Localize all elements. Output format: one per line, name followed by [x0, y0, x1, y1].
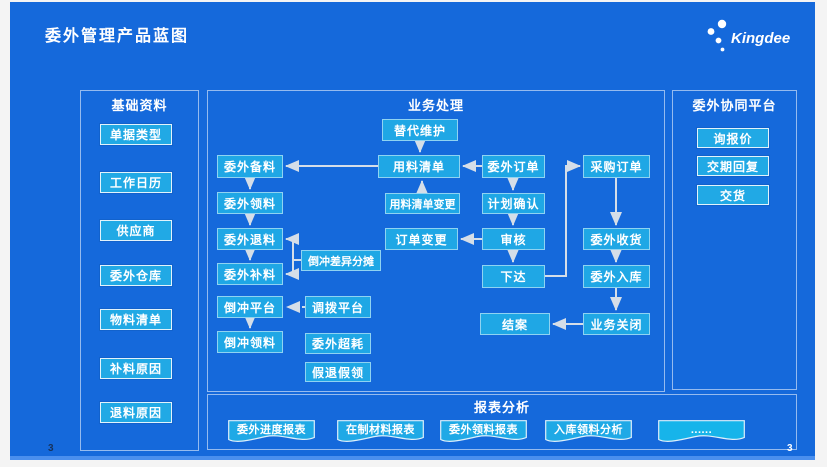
document-shape-icon	[545, 420, 632, 442]
node-weiwai-shouhuo: 委外收货	[583, 228, 650, 250]
report-item-picking: 委外领料报表	[440, 420, 527, 446]
node-daochong-lingliao: 倒冲领料	[217, 331, 283, 353]
basic-item-return-reason: 退料原因	[99, 401, 173, 424]
node-weiwai-dingdan: 委外订单	[482, 155, 545, 178]
node-yewu-guanbi: 业务关闭	[583, 313, 650, 335]
page-title: 委外管理产品蓝图	[45, 28, 190, 45]
kingdee-logo-mark	[707, 19, 727, 52]
basic-item-bom: 物料清单	[99, 308, 173, 331]
node-weiwai-beiliao: 委外备料	[217, 155, 283, 178]
basic-item-supplier: 供应商	[99, 219, 173, 242]
report-item-inbound-analysis: 入库领料分析	[545, 420, 632, 446]
node-jiatui-jialing: 假退假领	[305, 362, 371, 382]
node-weiwai-tuiliao: 委外退料	[217, 228, 283, 250]
document-shape-icon	[228, 420, 315, 442]
slide: 委外管理产品蓝图 Kingdee 基础资料 业务处理 委外协同平台 报表分析 单…	[10, 2, 815, 460]
basic-item-outsource-warehouse: 委外仓库	[99, 264, 173, 287]
basic-item-doc-type: 单据类型	[99, 123, 173, 146]
node-xiada: 下达	[482, 265, 545, 288]
page-number-right: 3	[787, 443, 793, 454]
panel-report-analysis-title: 报表分析	[473, 400, 530, 415]
kingdee-logo-text: Kingdee	[731, 30, 790, 47]
panel-business-process: 业务处理	[207, 90, 665, 392]
page-number-left: 3	[48, 443, 54, 454]
report-item-progress: 委外进度报表	[228, 420, 315, 446]
node-weiwai-ruku: 委外入库	[583, 265, 650, 288]
node-daochong-pingtai: 倒冲平台	[217, 296, 283, 318]
report-item-label: 入库领料分析	[554, 424, 623, 436]
node-caigou-dingdan: 采购订单	[583, 155, 650, 178]
report-item-label: 委外领料报表	[449, 424, 518, 436]
node-weiwai-buliao: 委外补料	[217, 263, 283, 285]
panel-basic-data-title: 基础资料	[111, 98, 168, 113]
node-daochong-chayi-fentan: 倒冲差异分摊	[301, 250, 381, 271]
node-jihua-queren: 计划确认	[482, 193, 545, 214]
report-item-label: ......	[690, 424, 713, 436]
panel-collab-platform-title: 委外协同平台	[692, 98, 777, 113]
kingdee-logo: Kingdee	[707, 19, 790, 52]
collab-item-delivery-reply: 交期回复	[696, 155, 770, 177]
node-yongliao-qingdan: 用料清单	[378, 155, 460, 178]
report-item-label: 在制材料报表	[346, 424, 415, 436]
collab-item-delivery: 交货	[696, 184, 770, 206]
collab-item-rfq: 询报价	[696, 127, 770, 149]
report-item-label: 委外进度报表	[237, 424, 306, 436]
panel-report-analysis: 报表分析	[207, 394, 797, 450]
node-diaobo-pingtai: 调拨平台	[305, 296, 371, 318]
document-shape-icon	[337, 420, 424, 442]
node-jiean: 结案	[480, 313, 550, 335]
node-shenhe: 审核	[482, 228, 545, 250]
basic-item-work-calendar: 工作日历	[99, 171, 173, 194]
panel-business-process-title: 业务处理	[407, 98, 464, 113]
report-item-wip-material: 在制材料报表	[337, 420, 424, 446]
panel-basic-data: 基础资料	[80, 90, 199, 451]
node-dingdan-biangen: 订单变更	[385, 228, 458, 250]
document-shape-icon	[440, 420, 527, 442]
node-weiwai-chaohao: 委外超耗	[305, 333, 371, 354]
node-yongliao-biangen: 用料清单变更	[385, 193, 460, 214]
node-tidai-weihu: 替代维护	[382, 119, 458, 141]
panel-collab-platform: 委外协同平台	[672, 90, 797, 390]
document-shape-icon	[658, 420, 745, 442]
report-item-more: ......	[658, 420, 745, 446]
slide-bottom-strip	[10, 456, 815, 460]
basic-item-refill-reason: 补料原因	[99, 357, 173, 380]
node-weiwai-lingliao: 委外领料	[217, 192, 283, 214]
